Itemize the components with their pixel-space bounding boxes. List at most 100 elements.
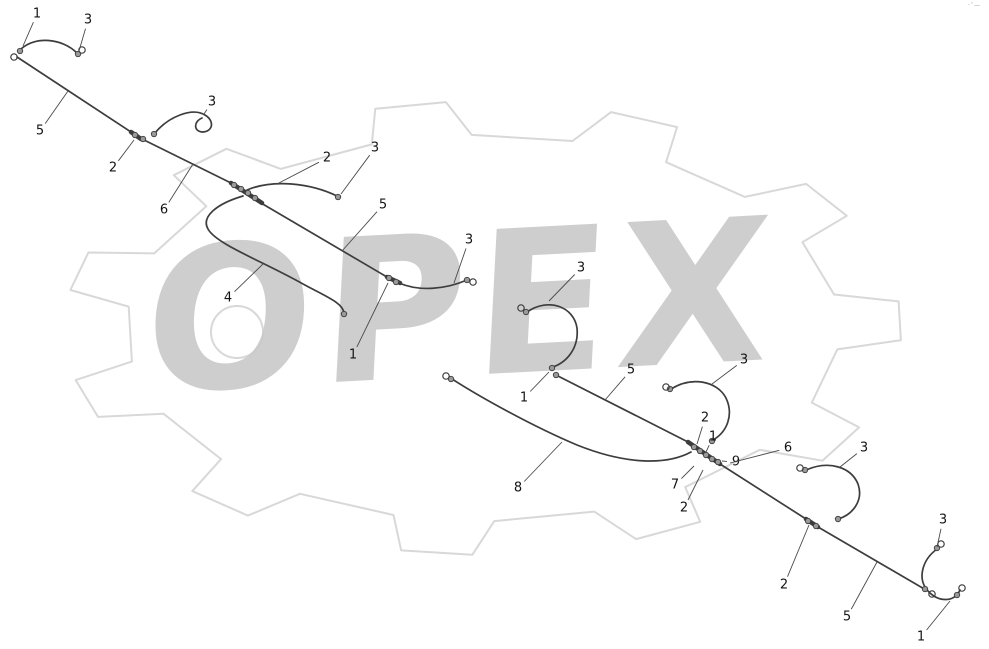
hose-a-lower-right — [398, 279, 468, 290]
part-number-label: 1 — [917, 630, 925, 645]
leader-line — [787, 524, 810, 577]
fitting — [392, 278, 400, 286]
main-tube-a-lower — [260, 202, 388, 278]
part-number-label: 2 — [109, 161, 117, 176]
main-tube-b-end — [817, 526, 927, 591]
leader-line — [453, 248, 467, 284]
part-number-label: 8 — [514, 481, 522, 496]
ring-fitting — [937, 540, 945, 548]
leader-line — [850, 561, 878, 610]
part-number-label: 3 — [371, 141, 379, 156]
gear-hub-circle — [210, 305, 264, 359]
fitting — [812, 522, 820, 530]
leader-line — [234, 263, 264, 293]
part-number-label: 1 — [520, 391, 528, 406]
part-number-label: 2 — [680, 501, 688, 516]
leader-line — [340, 154, 371, 195]
ring-fitting — [958, 584, 966, 592]
watermark-layer: OPEX — [69, 101, 902, 556]
part-number-label: 5 — [379, 198, 387, 213]
fitting — [244, 189, 252, 197]
fitting — [334, 193, 342, 201]
leader-line — [356, 282, 389, 348]
leader-line — [548, 274, 576, 302]
leader-line — [681, 465, 695, 479]
leader-line — [341, 211, 378, 252]
main-tube-a-upper — [16, 56, 132, 133]
fitting — [708, 437, 716, 445]
part-number-label: 3 — [860, 441, 868, 456]
main-tube-a-mid — [139, 137, 232, 184]
fitting — [251, 194, 259, 202]
part-number-label: 1 — [349, 348, 357, 363]
part-number-label: 3 — [577, 261, 585, 276]
fitting — [696, 447, 704, 455]
fitting — [237, 185, 245, 193]
leader-line — [276, 161, 320, 185]
hook-hose-b-lower — [805, 464, 861, 520]
leader-line — [22, 22, 34, 47]
watermark-text: OPEX — [140, 175, 785, 439]
part-number-label: 1 — [33, 7, 41, 22]
fitting — [150, 130, 158, 138]
ring-fitting — [517, 304, 525, 312]
fitting — [714, 458, 722, 466]
fitting — [552, 371, 560, 379]
leader-line — [604, 376, 626, 401]
ring-fitting — [796, 464, 804, 472]
part-number-label: 6 — [160, 203, 168, 218]
fitting — [708, 455, 716, 463]
long-hose-item4 — [205, 195, 345, 314]
leader-line — [926, 600, 951, 631]
ring-fitting — [662, 383, 670, 391]
part-number-label: 3 — [939, 513, 947, 528]
fitting — [230, 181, 238, 189]
hook-hose-b-mid — [670, 380, 731, 441]
part-number-label: 3 — [740, 353, 748, 368]
part-number-label: 2 — [701, 411, 709, 426]
leader-line — [44, 90, 69, 124]
part-number-label: 7 — [671, 478, 679, 493]
main-tube-b-lower — [719, 463, 807, 520]
fitting — [131, 131, 139, 139]
part-number-label: 5 — [627, 363, 635, 378]
leader-line — [168, 163, 194, 203]
leader-line — [529, 371, 550, 392]
part-number-label: 6 — [784, 441, 792, 456]
ring-fitting — [469, 278, 477, 286]
part-number-label: 1 — [709, 430, 717, 445]
branch-hose-a-right — [246, 182, 338, 197]
fitting — [804, 517, 812, 525]
part-number-label: 3 — [84, 13, 92, 28]
part-number-label: 3 — [465, 233, 473, 248]
leader-line — [705, 445, 710, 453]
fitting — [921, 585, 929, 593]
fitting — [340, 310, 348, 318]
fitting — [702, 451, 710, 459]
leader-line — [696, 426, 703, 445]
fitting — [834, 515, 842, 523]
leader-line — [687, 469, 704, 501]
ring-fitting — [442, 372, 450, 380]
main-tube-b-upper — [553, 373, 689, 443]
fitting — [16, 47, 24, 55]
part-number-label: 9 — [732, 455, 740, 470]
fitting — [953, 591, 961, 599]
part-number-label: 3 — [208, 95, 216, 110]
fitting — [690, 443, 698, 451]
ring-fitting — [928, 590, 936, 598]
leader-line — [118, 139, 135, 162]
leader-line — [78, 28, 86, 52]
ring-fitting — [10, 53, 18, 61]
part-number-label: 2 — [323, 151, 331, 166]
part-number-label: 5 — [843, 610, 851, 625]
hose-assembly-drawing — [10, 39, 966, 601]
fitting — [139, 135, 147, 143]
leader-line — [523, 441, 563, 482]
fitting — [548, 364, 556, 372]
gear-watermark-outline — [69, 101, 902, 556]
fitting — [385, 274, 393, 282]
